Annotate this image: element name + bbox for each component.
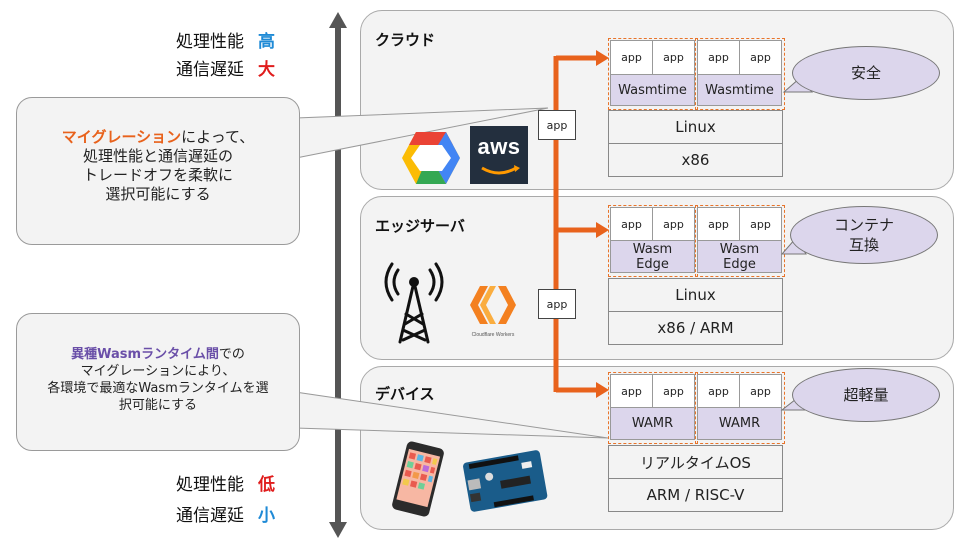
top-perf-label: 処理性能高 xyxy=(176,32,275,52)
cloud-runtime-2: Wasmtime xyxy=(697,74,782,106)
device-hw: ARM / RISC-V xyxy=(608,478,783,512)
aws-logo-icon: aws xyxy=(470,126,528,184)
cloud-hw: x86 xyxy=(608,143,783,177)
google-cloud-logo-icon xyxy=(402,132,460,184)
edge-wasm-instance-2 xyxy=(695,205,785,277)
cloud-runtime-1: Wasmtime xyxy=(610,74,695,106)
device-app-1a: app xyxy=(610,374,653,408)
device-runtime-1: WAMR xyxy=(610,407,695,440)
cloud-wasm-instance-2 xyxy=(695,38,785,110)
migrating-app-1: app xyxy=(538,110,576,140)
cloud-app-2b: app xyxy=(739,40,782,75)
edge-hw: x86 / ARM xyxy=(608,311,783,345)
cloud-app-1b: app xyxy=(652,40,695,75)
cloud-feature-bubble: 安全 xyxy=(792,46,940,100)
migration-tradeoff-callout: マイグレーションによって、 処理性能と通信遅延の トレードオフを柔軟に 選択可能… xyxy=(16,97,300,245)
migrating-app-2: app xyxy=(538,289,576,319)
device-tier-title: デバイス xyxy=(375,385,435,403)
microcontroller-board-icon xyxy=(463,450,548,512)
edge-feature-bubble: コンテナ互換 xyxy=(790,206,938,264)
device-app-2a: app xyxy=(697,374,740,408)
radio-tower-icon xyxy=(384,262,444,344)
edge-app-2b: app xyxy=(739,207,782,241)
top-latency-label: 通信遅延大 xyxy=(176,60,275,80)
bottom-latency-label: 通信遅延小 xyxy=(176,506,275,526)
bottom-perf-label: 処理性能低 xyxy=(176,475,275,495)
device-app-2b: app xyxy=(739,374,782,408)
device-feature-bubble: 超軽量 xyxy=(792,368,940,422)
heterogeneous-runtime-callout: 異種Wasmランタイム間での マイグレーションにより、 各環境で最適なWasmラ… xyxy=(16,313,300,451)
cloudflare-workers-logo-icon: Cloudflare Workers xyxy=(464,282,522,344)
device-app-1b: app xyxy=(652,374,695,408)
cloud-tier-title: クラウド xyxy=(375,31,436,49)
edge-app-1b: app xyxy=(652,207,695,241)
vertical-axis-arrow xyxy=(329,12,347,538)
cloud-app-1a: app xyxy=(610,40,653,75)
edge-os: Linux xyxy=(608,278,783,312)
smartphone-icon xyxy=(392,441,444,517)
edge-tier-title: エッジサーバ xyxy=(375,217,465,235)
device-os: リアルタイムOS xyxy=(608,445,783,479)
device-runtime-2: WAMR xyxy=(697,407,782,440)
cloud-app-2a: app xyxy=(697,40,740,75)
